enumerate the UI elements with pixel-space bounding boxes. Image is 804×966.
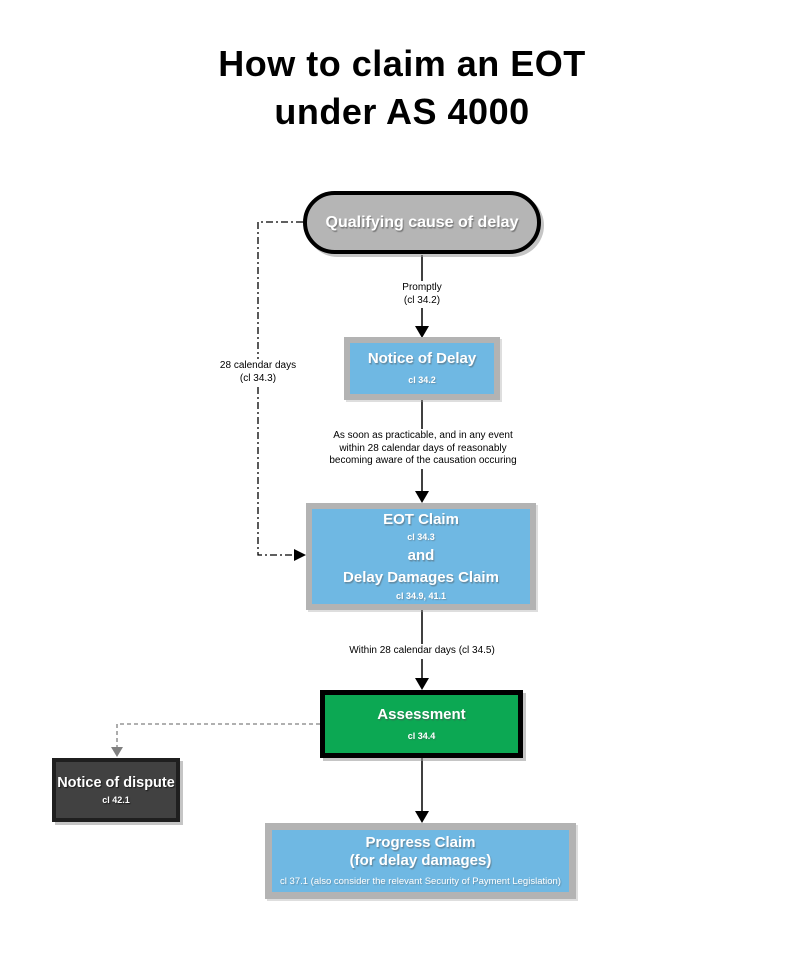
node-eot-claim: EOT Claim cl 34.3 and Delay Damages Clai… (306, 503, 536, 610)
qualifying-cause-label: Qualifying cause of delay (325, 213, 519, 231)
arrow-qualifying-to-notice-head (415, 326, 429, 338)
arrow-eot-to-assessment-head (415, 678, 429, 690)
assessment-clause: cl 34.4 (407, 730, 436, 741)
arrow-assessment-to-progress-head (415, 811, 429, 823)
node-notice-of-delay: Notice of Delay cl 34.2 (344, 337, 500, 400)
dashed-arrow-assessment-to-dispute-head (111, 747, 123, 757)
dashed-arrow-qualifying-to-eot-head (294, 549, 306, 561)
node-assessment: Assessment cl 34.4 (320, 690, 523, 758)
edge-label-28-calendar-days: 28 calendar days (cl 34.3) (216, 359, 300, 386)
eot-claim-clause: cl 34.3 (407, 532, 435, 543)
delay-damages-claim-clause: cl 34.9, 41.1 (395, 590, 447, 601)
node-notice-of-dispute: Notice of dispute cl 42.1 (52, 758, 180, 822)
arrow-notice-to-eot-head (415, 491, 429, 503)
dashed-arrow-assessment-to-dispute-line (116, 723, 320, 747)
notice-of-delay-clause: cl 34.2 (408, 375, 436, 386)
node-qualifying-cause-of-delay: Qualifying cause of delay (303, 191, 541, 254)
eot-claim-title: EOT Claim (383, 510, 459, 528)
node-progress-claim: Progress Claim (for delay damages) cl 37… (265, 823, 576, 899)
edge-label-as-soon-as-practicable: As soon as practicable, and in any event… (326, 429, 520, 469)
progress-claim-clause: cl 37.1 (also consider the relevant Secu… (280, 876, 561, 888)
notice-of-dispute-clause: cl 42.1 (102, 794, 130, 805)
edge-label-promptly: Promptly (cl 34.2) (399, 281, 445, 308)
progress-claim-title: Progress Claim (for delay damages) (349, 833, 492, 870)
notice-of-delay-title: Notice of Delay (367, 350, 477, 368)
dashed-arrow-qualifying-to-eot-line (257, 221, 303, 556)
delay-damages-claim-title: Delay Damages Claim (343, 568, 499, 586)
page-title: How to claim an EOT under AS 4000 (218, 43, 586, 132)
eot-claim-conjunction: and (407, 547, 435, 565)
assessment-title: Assessment (377, 705, 466, 723)
notice-of-dispute-title: Notice of dispute (57, 774, 175, 791)
edge-label-within-28-days: Within 28 calendar days (cl 34.5) (346, 644, 498, 659)
